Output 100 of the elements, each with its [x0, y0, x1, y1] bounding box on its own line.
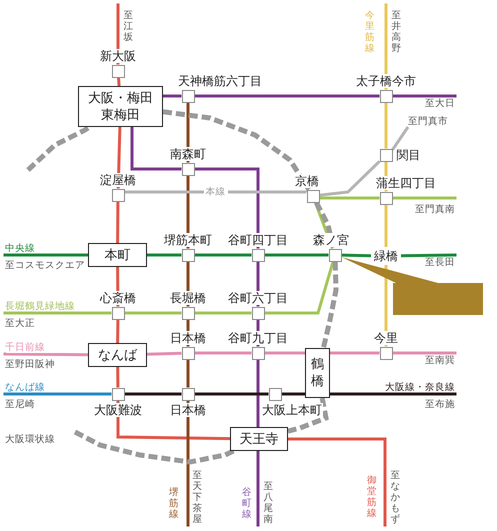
station-name: 森ノ宮 — [312, 232, 350, 246]
rail-line — [282, 392, 306, 396]
railway-loop-line — [320, 261, 338, 349]
direction-label: 至江坂 — [120, 5, 134, 43]
rail-line — [341, 254, 372, 258]
rail-line — [392, 352, 456, 354]
rail-line — [288, 438, 387, 526]
station-box — [88, 243, 147, 267]
station-name: 太子橋今市 — [355, 74, 417, 88]
rail-line — [4, 312, 112, 314]
direction-label: 至なかもず — [386, 470, 400, 525]
line-name: 谷町線 — [242, 487, 252, 520]
rail-line — [400, 253, 456, 258]
rail-line — [384, 204, 388, 247]
station-name: 日本橋 — [169, 330, 207, 344]
rail-line — [194, 254, 252, 256]
station-name: なんば — [97, 346, 138, 364]
rail-line — [124, 190, 308, 194]
rail-line — [116, 400, 230, 440]
direction-label: 至門真南 — [415, 200, 455, 214]
rail-line — [130, 126, 182, 170]
line-name: なんば線 — [5, 382, 45, 392]
station-name: 鶴橋 — [310, 356, 324, 390]
direction-label: 至コスモスクエア — [5, 260, 85, 271]
station-box — [78, 86, 163, 127]
callout-box — [393, 283, 483, 315]
edge-label: 本線 — [204, 186, 228, 198]
rail-line — [256, 360, 260, 428]
station-name: 大阪上本町 — [261, 402, 323, 416]
rail-line — [391, 126, 410, 151]
station-name: 日本橋 — [169, 402, 207, 416]
rail-line — [117, 77, 121, 86]
line-name: 長堀鶴見緑地線 — [5, 300, 75, 312]
direction-label: 至八尾南 — [260, 481, 274, 525]
rail-line — [384, 102, 388, 148]
railway-loop-line — [74, 430, 235, 465]
direction-label: 至野田阪神 — [5, 359, 55, 370]
station-name: 京橋 — [294, 174, 320, 188]
direction-label: 至天下茶屋 — [190, 470, 202, 525]
station-box — [88, 343, 147, 367]
rail-line — [194, 392, 268, 396]
station-box — [230, 427, 288, 451]
station-name: 大阪難波 — [93, 402, 143, 416]
rail-line — [4, 352, 88, 356]
rail-line — [264, 261, 335, 314]
line-name: 大阪環状線 — [5, 434, 55, 445]
direction-label: 至門真市 — [408, 116, 448, 127]
line-name: 中央線 — [5, 242, 35, 254]
station-name: 淀屋橋 — [99, 172, 137, 186]
direction-label: 至長田 — [425, 256, 455, 268]
direction-label: 至尼崎 — [5, 399, 35, 410]
rail-line — [124, 392, 182, 396]
rail-line — [194, 168, 260, 248]
rail-line — [384, 4, 388, 90]
rail-line — [147, 254, 182, 256]
rail-line — [264, 254, 328, 256]
station-name: 天神橋筋六丁目 — [177, 74, 263, 88]
rail-line — [4, 392, 112, 396]
rail-line — [264, 352, 306, 354]
rail-line — [4, 253, 88, 256]
rail-line — [194, 94, 380, 98]
station-name: 東梅田 — [100, 106, 141, 124]
line-name: 御堂筋線 — [367, 475, 377, 519]
rail-line — [116, 366, 120, 388]
rail-line — [194, 352, 252, 354]
line-name: 堺筋線 — [169, 487, 179, 520]
rail-line — [194, 312, 252, 314]
station-name: 南森町 — [169, 146, 207, 160]
rail-line — [328, 392, 456, 396]
railway-loop-line — [287, 398, 329, 434]
direction-label: 至布施 — [425, 399, 455, 410]
direction-label: 至大日 — [425, 98, 455, 108]
line-name: 大阪線・奈良線 — [385, 382, 455, 392]
rail-line — [116, 319, 120, 344]
direction-label: 至大正 — [5, 318, 35, 329]
callout-pointer — [342, 257, 438, 283]
line-name: 千日前線 — [5, 342, 45, 352]
station-name: 谷町九丁目 — [227, 330, 289, 344]
rail-line — [124, 312, 182, 314]
station-name: 関目 — [396, 148, 422, 162]
rail-line — [319, 160, 381, 197]
rail-line — [256, 450, 260, 526]
rail-line — [392, 196, 456, 200]
direction-label: 至南巽 — [425, 354, 455, 366]
station-box — [305, 348, 330, 398]
station-name: 大阪・梅田 — [87, 90, 154, 106]
rail-line — [392, 94, 456, 98]
direction-label: 至井高野 — [388, 5, 402, 54]
railway-loop-line — [162, 109, 311, 191]
station-name: 谷町四丁目 — [227, 232, 289, 246]
rail-line — [162, 94, 182, 98]
line-name: 今里筋線 — [365, 10, 375, 54]
station-name: 本町 — [104, 246, 132, 264]
rail-line — [186, 400, 190, 526]
station-name: 谷町六丁目 — [227, 290, 289, 304]
station-name: 堺筋本町 — [163, 232, 213, 246]
railway-loop-line — [26, 124, 91, 172]
rail-line — [186, 360, 190, 388]
rail-line — [116, 201, 120, 244]
station-name: 蒲生四丁目 — [375, 176, 437, 190]
